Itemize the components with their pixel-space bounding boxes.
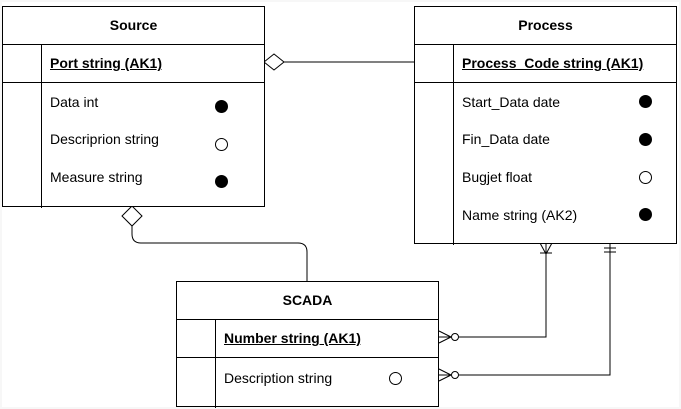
attribute-list: Start_Data date Fin_Data date Bugjet flo… [415,83,676,245]
optional-circle-icon [215,138,228,151]
crows-foot-icon [438,336,452,344]
aggregation-diamond-icon [263,53,285,71]
crows-foot-icon [438,368,452,376]
zero-circle-icon [451,371,459,379]
zero-circle-icon [451,333,459,341]
entity-title: SCADA [177,282,438,320]
required-dot-icon [639,95,652,108]
required-dot-icon [639,133,652,146]
attribute-label[interactable]: Name string (AK2) [462,207,578,223]
attribute-label[interactable]: Data int [50,94,99,110]
required-dot-icon [215,175,228,188]
attribute-list: Data int Descriprion string Measure stri… [3,83,264,208]
entity-scada[interactable]: SCADA Number string (AK1) Description st… [176,281,439,408]
required-dot-icon [639,208,652,221]
attribute-list: Description string [177,358,438,408]
crows-foot-icon [438,374,452,382]
primary-key-row[interactable]: Port string (AK1) [3,45,264,83]
attribute-label[interactable]: Bugjet float [462,169,533,185]
relationship-scada-process-number[interactable] [459,243,547,338]
aggregation-diamond-icon [121,205,143,227]
required-dot-icon [215,100,228,113]
entity-title: Source [3,7,264,45]
crows-foot-icon [438,330,452,338]
entity-source[interactable]: Source Port string (AK1) Data int Descri… [2,6,265,208]
optional-circle-icon [639,171,652,184]
attribute-label[interactable]: Description string [224,370,333,386]
attribute-label[interactable]: Descriprion string [50,131,159,147]
primary-key-row[interactable]: Number string (AK1) [177,320,438,358]
attribute-label[interactable]: Start_Data date [462,94,561,110]
primary-key-label: Number string (AK1) [224,330,361,346]
optional-circle-icon [389,372,402,385]
crows-foot-icon [539,242,547,255]
entity-process[interactable]: Process Process_Code string (AK1) Start_… [414,6,677,245]
primary-key-label: Process_Code string (AK1) [462,55,644,71]
primary-key-row[interactable]: Process_Code string (AK1) [415,45,676,83]
relationship-source-scada[interactable] [131,226,308,281]
attribute-label[interactable]: Fin_Data date [462,131,550,147]
attribute-label[interactable]: Measure string [50,169,143,185]
relationship-scada-process-description[interactable] [459,243,611,376]
primary-key-label: Port string (AK1) [50,55,162,71]
entity-title: Process [415,7,676,45]
crows-foot-icon [545,242,553,255]
